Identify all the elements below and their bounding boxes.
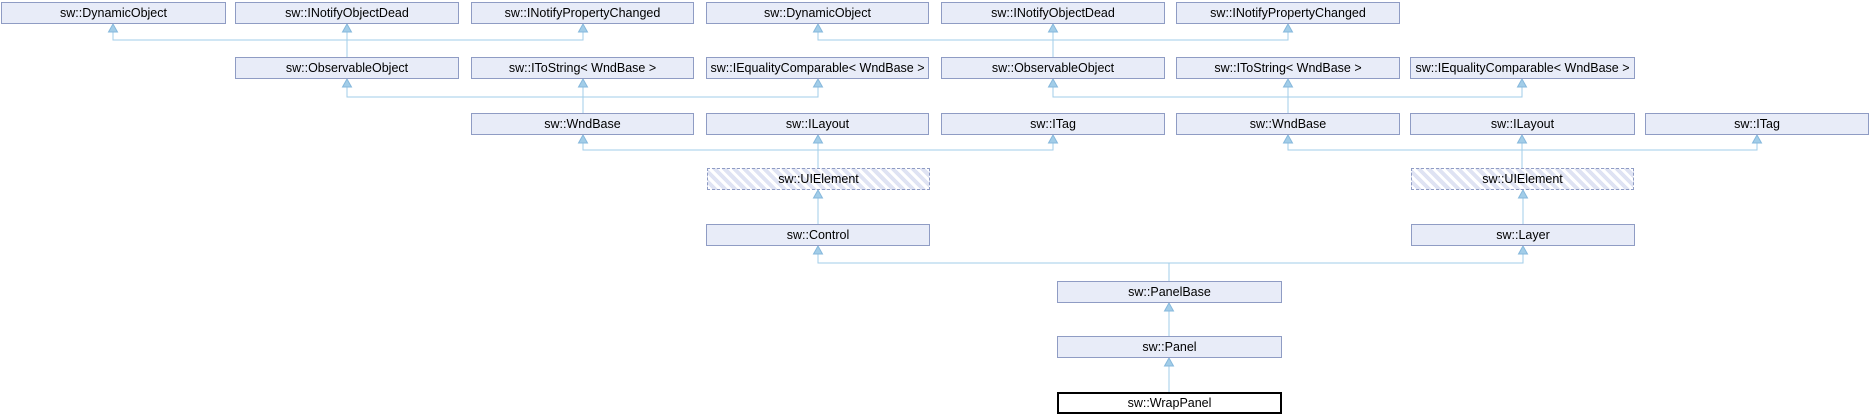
arrow-up-icon [1282,133,1294,144]
class-node-inotifypropertychanged-1[interactable]: sw::INotifyPropertyChanged [471,2,694,24]
arrow-up-icon [1516,133,1528,144]
arrow-up-icon [812,188,824,199]
arrow-up-icon [1516,77,1528,88]
arrow-up-icon [577,22,589,33]
class-node-label: sw::IEqualityComparable< WndBase > [1415,60,1630,75]
class-node-itag-2[interactable]: sw::ITag [1645,113,1869,135]
inheritance-edge-panelbase-to-layer [1168,247,1524,281]
class-node-observableobject-1[interactable]: sw::ObservableObject [235,57,459,79]
class-node-label: sw::IToString< WndBase > [1214,60,1362,75]
class-node-label: sw::Layer [1496,227,1550,242]
class-node-iequalitycomparable-1[interactable]: sw::IEqualityComparable< WndBase > [706,57,929,79]
class-node-label: sw::Panel [1142,339,1197,354]
class-node-label: sw::INotifyObjectDead [285,5,409,20]
arrow-up-icon [1517,244,1529,255]
class-node-itostring-1[interactable]: sw::IToString< WndBase > [471,57,694,79]
class-node-label: sw::IToString< WndBase > [508,60,657,75]
arrow-up-icon [341,22,353,33]
class-node-label: sw::DynamicObject [60,5,167,20]
arrow-up-icon [812,133,824,144]
class-node-wndbase-2[interactable]: sw::WndBase [1176,113,1400,135]
class-node-label: sw::ILayout [1490,116,1555,131]
class-node-inotifyobjectdead-1[interactable]: sw::INotifyObjectDead [235,2,459,24]
inheritance-edge-uielement-1-to-wndbase-1 [582,136,819,168]
inheritance-edge-wndbase-2-to-iequalitycomparable-2 [1287,80,1523,113]
class-node-wrappanel: sw::WrapPanel [1057,392,1282,414]
inheritance-edge-wndbase-1-to-iequalitycomparable-1 [582,80,819,113]
class-node-panelbase[interactable]: sw::PanelBase [1057,281,1282,303]
class-node-label: sw::WndBase [544,116,621,131]
arrow-up-icon [1047,77,1059,88]
arrow-up-icon [812,22,824,33]
class-node-label: sw::ITag [1734,116,1780,131]
arrow-up-icon [1517,188,1529,199]
arrow-up-icon [1282,77,1294,88]
inheritance-edge-uielement-2-to-itag-2 [1521,136,1758,168]
arrow-up-icon [812,244,824,255]
class-node-inotifypropertychanged-2[interactable]: sw::INotifyPropertyChanged [1176,2,1400,24]
class-node-itostring-2[interactable]: sw::IToString< WndBase > [1176,57,1400,79]
class-node-wndbase-1[interactable]: sw::WndBase [471,113,694,135]
class-node-label: sw::ILayout [785,116,850,131]
class-node-itag-1[interactable]: sw::ITag [941,113,1165,135]
class-node-label: sw::ObservableObject [285,60,409,75]
class-node-uielement-2[interactable]: sw::UIElement [1411,168,1634,190]
class-node-label: sw::ITag [1030,116,1076,131]
class-node-label: sw::PanelBase [1128,284,1211,299]
class-node-control[interactable]: sw::Control [706,224,930,246]
arrow-up-icon [1163,356,1175,367]
class-node-label: sw::WrapPanel [1127,395,1212,410]
inheritance-edge-wndbase-2-to-observableobject-2 [1052,80,1289,113]
class-node-dynamicobject-1[interactable]: sw::DynamicObject [1,2,226,24]
inheritance-edge-observableobject-2-to-dynamicobject-2 [817,25,1054,57]
arrow-up-icon [577,133,589,144]
class-node-label: sw::INotifyPropertyChanged [1210,5,1366,20]
arrow-up-icon [1751,133,1763,144]
class-node-iequalitycomparable-2[interactable]: sw::IEqualityComparable< WndBase > [1410,57,1635,79]
inheritance-edge-panelbase-to-control [817,247,1170,281]
arrow-up-icon [1163,301,1175,312]
arrow-up-icon [341,77,353,88]
class-node-ilayout-1[interactable]: sw::ILayout [706,113,929,135]
class-node-label: sw::IEqualityComparable< WndBase > [710,60,925,75]
class-node-layer[interactable]: sw::Layer [1411,224,1635,246]
class-node-ilayout-2[interactable]: sw::ILayout [1410,113,1635,135]
class-node-label: sw::DynamicObject [764,5,871,20]
inheritance-edge-uielement-2-to-wndbase-2 [1287,136,1523,168]
class-node-label: sw::INotifyObjectDead [991,5,1115,20]
inheritance-edge-observableobject-2-to-inotifypropertychanged-2 [1052,25,1289,57]
class-node-panel[interactable]: sw::Panel [1057,336,1282,358]
class-node-label: sw::INotifyPropertyChanged [504,5,661,20]
inheritance-edge-observableobject-1-to-dynamicobject-1 [112,25,348,57]
arrow-up-icon [107,22,119,33]
arrow-up-icon [1047,133,1059,144]
class-node-label: sw::UIElement [1482,171,1563,186]
class-node-observableobject-2[interactable]: sw::ObservableObject [941,57,1165,79]
arrow-up-icon [1047,22,1059,33]
arrow-up-icon [577,77,589,88]
arrow-up-icon [1282,22,1294,33]
arrow-up-icon [812,77,824,88]
class-node-label: sw::ObservableObject [991,60,1115,75]
class-node-dynamicobject-2[interactable]: sw::DynamicObject [706,2,929,24]
inheritance-edge-observableobject-1-to-inotifypropertychanged-1 [346,25,584,57]
class-node-inotifyobjectdead-2[interactable]: sw::INotifyObjectDead [941,2,1165,24]
class-node-uielement-1[interactable]: sw::UIElement [707,168,930,190]
inheritance-edge-wndbase-1-to-observableobject-1 [346,80,584,113]
class-node-label: sw::UIElement [778,171,859,186]
class-node-label: sw::Control [786,227,850,242]
class-node-label: sw::WndBase [1249,116,1327,131]
inheritance-edge-uielement-1-to-itag-1 [817,136,1054,168]
